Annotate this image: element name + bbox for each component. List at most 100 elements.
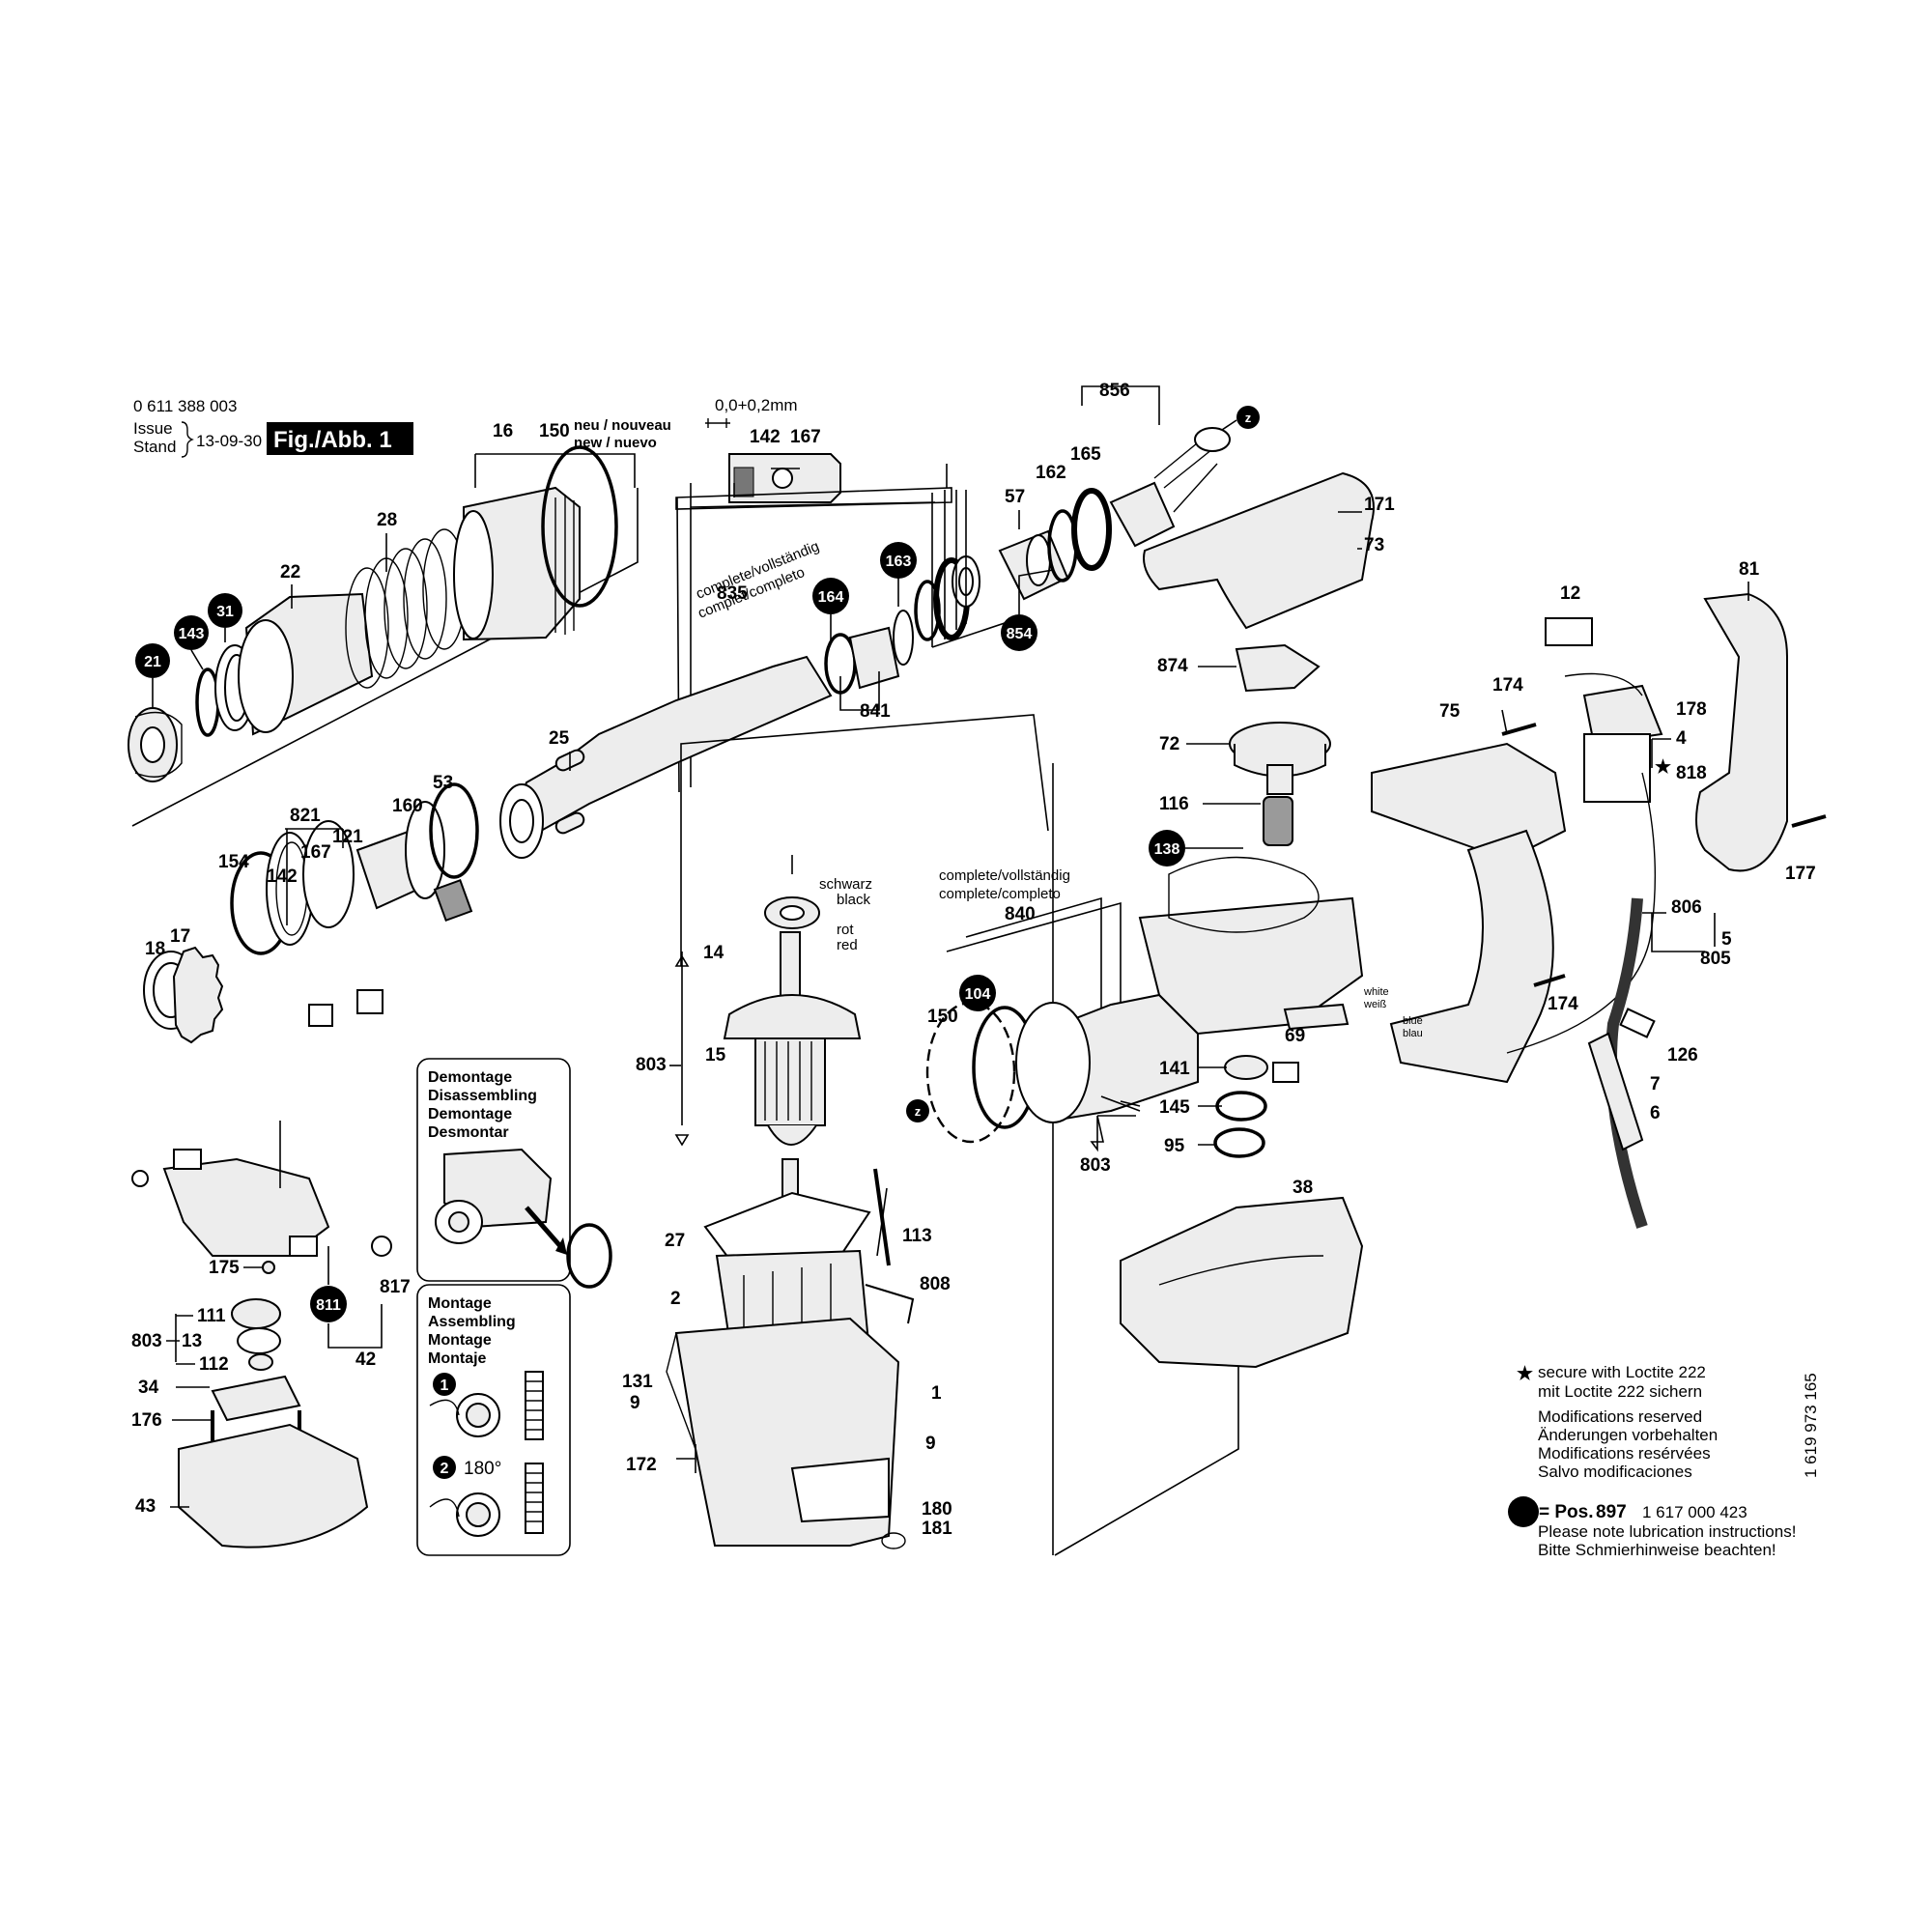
assembly-box: Montage Assembling Montage Montaje 1 2 1… <box>416 1284 571 1556</box>
part-34-plate <box>211 1375 301 1422</box>
part-label-162: 162 <box>1036 463 1066 483</box>
part-label-1: 1 <box>931 1383 942 1404</box>
part-9-label <box>790 1457 890 1523</box>
assembly-line-3: Montage <box>428 1332 492 1349</box>
spindle-assembly: complete/vollständig complet/completo 83… <box>499 381 1260 859</box>
note-loctite-2: mit Loctite 222 sichern <box>1538 1382 1702 1401</box>
note-mod-3: Modifications resérvées <box>1538 1444 1711 1463</box>
note-loctite-1: secure with Loctite 222 <box>1538 1363 1706 1381</box>
svg-text:21: 21 <box>144 654 161 670</box>
handle-assembly: 12 174 75 178 4 ★ 818 81 177 white weiß … <box>1363 559 1827 1229</box>
part-label-22: 22 <box>280 562 300 582</box>
svg-text:811: 811 <box>316 1297 341 1314</box>
figure-label-box <box>267 422 413 455</box>
part-label-174b: 174 <box>1548 994 1578 1014</box>
part-label-841: 841 <box>860 701 891 722</box>
part-label-28: 28 <box>377 510 397 530</box>
note-vertical-code: 1 619 973 165 <box>1802 1373 1820 1478</box>
label-blau: blau <box>1403 1028 1423 1039</box>
part-label-150: 150 <box>539 421 570 441</box>
part-43-cover <box>178 1423 369 1548</box>
star-icon: ★ <box>1655 757 1671 778</box>
note-mod-1: Modifications reserved <box>1538 1407 1702 1426</box>
doc-number: 0 611 388 003 <box>133 397 237 415</box>
part-label-6: 6 <box>1650 1103 1661 1123</box>
disassembly-line-4: Desmontar <box>428 1124 509 1141</box>
part-label-15: 15 <box>705 1045 726 1065</box>
svg-text:31: 31 <box>216 604 234 620</box>
part-label-803c: 803 <box>131 1331 162 1351</box>
part-label-175: 175 <box>209 1258 240 1278</box>
svg-text:z: z <box>1245 411 1252 425</box>
part-label-13: 13 <box>182 1331 202 1351</box>
part-label-167b: 167 <box>300 842 331 863</box>
part-label-160: 160 <box>392 796 423 816</box>
label-new-fr: neu / nouveau <box>574 417 671 434</box>
part-label-57: 57 <box>1005 487 1025 507</box>
svg-text:104: 104 <box>965 986 991 1003</box>
chuck-bracket <box>131 488 639 827</box>
label-840-a: complete/vollständig <box>939 867 1070 884</box>
header-block: 0 611 388 003 Issue Stand 13-09-30 Fig./… <box>133 397 413 458</box>
part-178-switch <box>1582 684 1663 746</box>
part-150-oring-dashed <box>925 1001 1016 1144</box>
part-label-805: 805 <box>1700 949 1731 969</box>
part-label-178: 178 <box>1676 699 1707 720</box>
part-label-53: 53 <box>433 773 453 793</box>
armature-fan <box>723 994 862 1039</box>
part-label-874: 874 <box>1157 656 1188 676</box>
part-12-capacitor <box>1545 617 1593 646</box>
part-label-141: 141 <box>1159 1059 1190 1079</box>
disassembly-line-3: Demontage <box>428 1106 512 1122</box>
part-75-grip <box>1389 829 1554 1084</box>
note-pos-label: = Pos. <box>1539 1502 1594 1522</box>
part-label-81: 81 <box>1739 559 1760 580</box>
label-rot: rot <box>837 922 854 938</box>
part-38-guard <box>1120 1196 1364 1369</box>
note-lube-part: 1 617 000 423 <box>1642 1503 1747 1521</box>
issue-label: Issue <box>133 419 173 438</box>
part-label-174a: 174 <box>1492 675 1523 696</box>
part-label-43: 43 <box>135 1496 156 1517</box>
part-label-856: 856 <box>1099 381 1130 401</box>
part-label-180: 180 <box>922 1499 952 1520</box>
note-lube-2: Bitte Schmierhinweise beachten! <box>1538 1541 1776 1559</box>
part-label-817: 817 <box>380 1277 411 1297</box>
part-116-sleeve <box>1263 796 1293 846</box>
part-label-16: 16 <box>493 421 513 441</box>
part-label-9a: 9 <box>630 1393 640 1413</box>
gearbox-assembly: complete/vollständig complete/completo 8… <box>906 471 1395 1556</box>
part-label-12: 12 <box>1560 583 1580 604</box>
part-label-27: 27 <box>665 1231 685 1251</box>
svg-text:143: 143 <box>179 626 205 642</box>
part-label-18: 18 <box>145 939 165 959</box>
part-label-806: 806 <box>1671 897 1702 918</box>
part-label-177: 177 <box>1785 864 1816 884</box>
brush-holder-assembly: 175 817 811 42 111 13 112 803 34 176 43 <box>131 1121 411 1548</box>
part-label-126: 126 <box>1667 1045 1698 1065</box>
part-label-116: 116 <box>1159 794 1189 814</box>
part-75-housing <box>1371 742 1567 862</box>
assembly-line-2: Assembling <box>428 1314 516 1330</box>
disassembly-line-2: Disassembling <box>428 1088 537 1104</box>
note-lube-1: Please note lubrication instructions! <box>1538 1522 1796 1541</box>
part-label-171: 171 <box>1364 495 1395 515</box>
part-label-818: 818 <box>1676 763 1707 783</box>
part-label-176: 176 <box>131 1410 162 1431</box>
part-label-17: 17 <box>170 926 190 947</box>
assembly-angle: 180° <box>464 1459 501 1479</box>
label-schwarz: schwarz <box>819 876 872 893</box>
part-label-821: 821 <box>290 806 321 826</box>
note-mod-2: Änderungen vorbehalten <box>1538 1426 1718 1444</box>
part-label-167a: 167 <box>790 427 821 447</box>
part-label-14: 14 <box>703 943 724 963</box>
note-pos-number: 897 <box>1596 1502 1627 1522</box>
part-150-oring <box>541 445 618 608</box>
svg-text:138: 138 <box>1154 841 1180 858</box>
part-81-handle <box>1695 592 1788 872</box>
part-label-172: 172 <box>626 1455 657 1475</box>
issue-brace <box>181 421 194 458</box>
part-label-112: 112 <box>199 1354 229 1375</box>
motor-assembly: schwarz black rot red 14 15 803 27 2 808… <box>622 714 1054 1555</box>
